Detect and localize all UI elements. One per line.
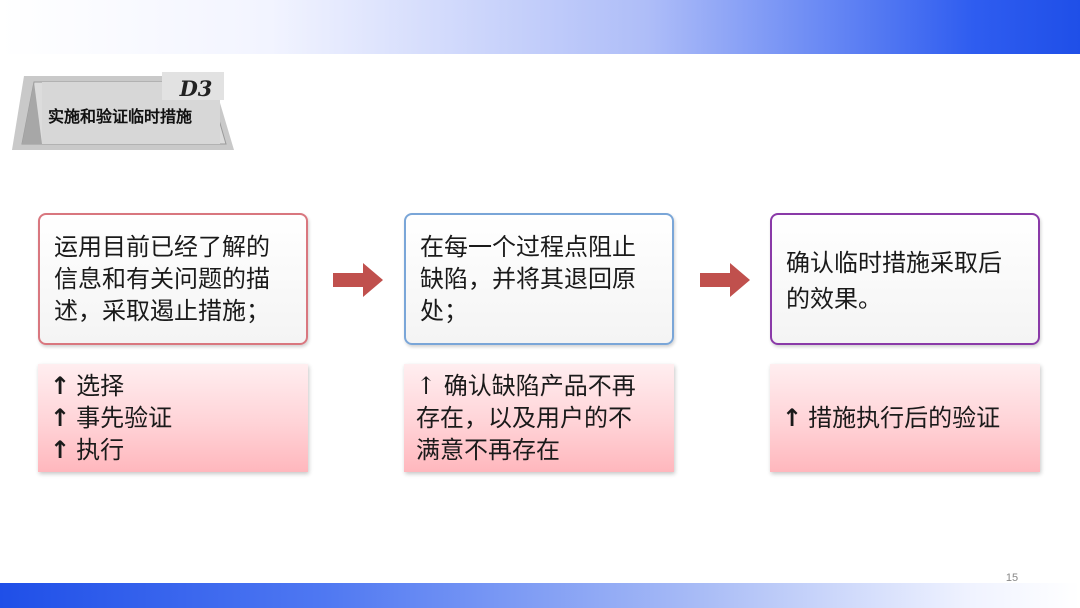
section-tab: D3 实施和验证临时措施 — [12, 72, 234, 152]
step-text-line: 信息和有关问题的描 — [54, 265, 270, 293]
top-gradient-bar — [0, 0, 1080, 54]
result-item: ↑执行 — [50, 436, 125, 464]
step-text-line: 处； — [420, 297, 468, 325]
right-arrow-icon — [333, 263, 383, 297]
tab-background — [12, 72, 234, 150]
page-number: 15 — [1005, 572, 1019, 584]
section-title: 实施和验证临时措施 — [48, 107, 193, 126]
bottom-gradient-bar — [0, 583, 1080, 608]
step-box-2: 在每一个过程点阻止 缺陷，并将其退回原 处； — [404, 213, 674, 345]
step-text-line: 在每一个过程点阻止 — [420, 233, 636, 261]
up-arrow-icon: ↑ — [50, 404, 71, 432]
result-box-1: ↑选择 ↑事先验证 ↑执行 — [38, 364, 308, 472]
result-item: ↑选择 — [50, 372, 125, 400]
right-arrow-icon — [700, 263, 750, 297]
step-box-1: 运用目前已经了解的 信息和有关问题的描 述，采取遏止措施； — [38, 213, 308, 345]
result-box-2: ↑ 确认缺陷产品不再 存在，以及用户的不 满意不再存在 — [404, 364, 674, 472]
step-text-line: 运用目前已经了解的 — [54, 233, 270, 261]
section-code: D3 — [179, 76, 213, 101]
up-arrow-icon: ↑ — [50, 436, 71, 464]
result-item: ↑措施执行后的验证 — [782, 404, 1001, 432]
result-text-line: 存在，以及用户的不 — [416, 404, 632, 432]
up-arrow-icon: ↑ — [50, 372, 71, 400]
result-text-line: 满意不再存在 — [416, 436, 560, 464]
step-text-line: 缺陷，并将其退回原 — [420, 265, 636, 293]
step-box-3: 确认临时措施采取后 的效果。 — [770, 213, 1040, 345]
step-text-line: 述，采取遏止措施； — [54, 297, 270, 325]
up-arrow-icon: ↑ — [782, 404, 803, 432]
result-text-line: ↑ 确认缺陷产品不再 — [416, 372, 636, 400]
result-box-3: ↑措施执行后的验证 — [770, 364, 1040, 472]
step-text-line: 的效果。 — [786, 285, 882, 313]
result-item: ↑事先验证 — [50, 404, 173, 432]
step-text-line: 确认临时措施采取后 — [786, 249, 1002, 277]
